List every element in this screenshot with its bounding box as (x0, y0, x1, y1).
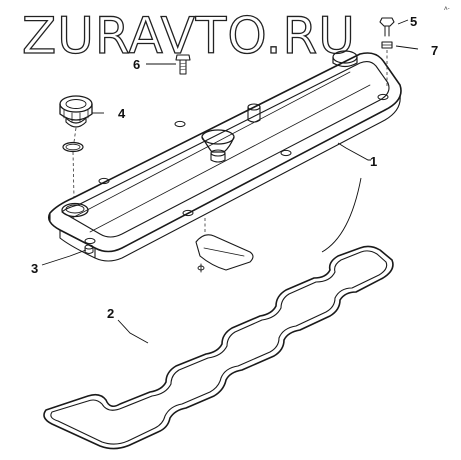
cap-assembly-line (72, 127, 77, 199)
watermark: ZURAVTO.RU (22, 7, 356, 65)
callout-2: 2 (107, 306, 114, 321)
callout-5: 5 (410, 14, 417, 29)
valve-cover (47, 50, 402, 262)
callout-6: 6 (133, 57, 140, 72)
callout-1: 1 (370, 154, 377, 169)
callout-3: 3 (31, 261, 38, 276)
callout-7: 7 (431, 43, 438, 58)
shield-plate (195, 218, 254, 273)
leader-lines (41, 19, 419, 344)
callout-4: 4 (118, 106, 126, 121)
gasket (43, 245, 394, 450)
washer (381, 41, 393, 49)
corner-mark: ʌ- (444, 5, 450, 12)
oil-filler-cap (59, 95, 93, 128)
o-ring (62, 141, 84, 153)
breather-bolt (379, 17, 395, 37)
stud-bolt (175, 54, 191, 75)
cover-bolt (84, 244, 94, 254)
